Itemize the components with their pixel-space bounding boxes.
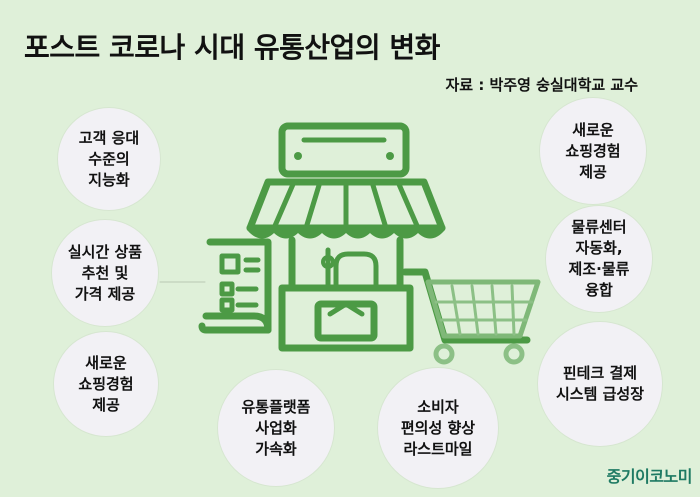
bubble-new-shopping-experience-left: 새로운 쇼핑경험 제공: [54, 332, 158, 436]
bubble-label: 새로운 쇼핑경험 제공: [78, 353, 134, 414]
page-title: 포스트 코로나 시대 유통산업의 변화: [24, 31, 440, 64]
bubble-realtime-recommendation: 실시간 상품 추천 및 가격 제공: [52, 220, 158, 326]
bubble-customer-service: 고객 응대 수준의 지능화: [58, 108, 160, 210]
bubble-label: 핀테크 결제 시스템 급성장: [555, 364, 645, 403]
bubble-label: 고객 응대 수준의 지능화: [78, 128, 140, 189]
bubble-new-shopping-experience-right: 새로운 쇼핑경험 제공: [540, 98, 646, 204]
bubble-label: 실시간 상품 추천 및 가격 제공: [67, 242, 143, 303]
source-credit: 자료 : 박주영 숭실대학교 교수: [445, 76, 639, 94]
bubble-label: 물류센터 자동화, 제조·물류 융합: [568, 218, 630, 299]
bubble-platform-business: 유통플랫폼 사업화 가속화: [218, 370, 334, 486]
receipt-icon: [198, 238, 272, 334]
bubble-label: 새로운 쇼핑경험 제공: [565, 120, 621, 181]
bubble-fintech-payment: 핀테크 결제 시스템 급성장: [538, 322, 662, 446]
brand-logo: 중기이코노미: [606, 467, 693, 486]
bubble-last-mile: 소비자 편의성 향상 라스트마일: [378, 368, 498, 488]
bubble-label: 소비자 편의성 향상 라스트마일: [400, 397, 476, 458]
shopping-cart-icon: [401, 268, 541, 365]
bubble-logistics-automation: 물류센터 자동화, 제조·물류 융합: [546, 206, 652, 312]
bubble-label: 유통플랫폼 사업화 가속화: [241, 397, 311, 458]
